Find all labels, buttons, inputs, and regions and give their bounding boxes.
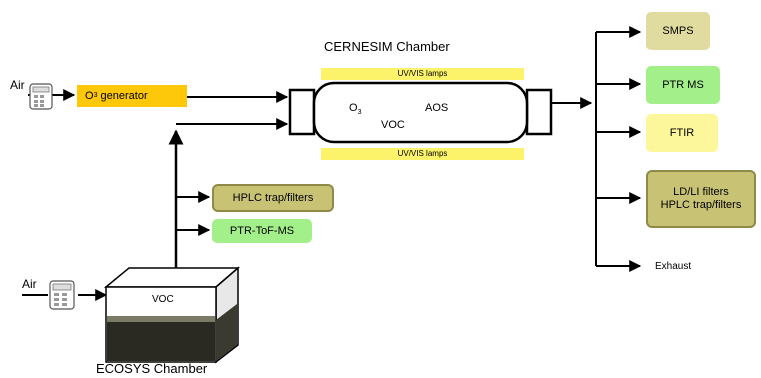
ftir-box: FTIR [646, 114, 718, 152]
hplc-trap-filters: HPLC trap/filters [212, 184, 334, 212]
ozone-label: O3 [349, 102, 362, 117]
filters-box: LD/LI filters HPLC trap/filters [646, 170, 756, 228]
ecosys-chamber [103, 266, 241, 364]
chamber-right-flange [525, 88, 553, 136]
aos-label: AOS [425, 102, 449, 114]
air-flow-controller-icon [29, 83, 53, 110]
ecosys-voc-label: VOC [152, 294, 174, 305]
ptr-tof-ms: PTR-ToF-MS [212, 219, 312, 243]
bottom-air-label: Air [22, 277, 37, 291]
filters-line-2: HPLC trap/filters [660, 199, 742, 211]
ecosys-title: ECOSYS Chamber [96, 361, 208, 376]
uv-lamps-top: UV/VIS lamps [321, 68, 524, 80]
exhaust-label: Exhaust [655, 261, 692, 272]
top-air-label: Air [10, 78, 25, 92]
ptr-ms-box: PTR MS [646, 66, 720, 104]
filters-line-1: LD/LI filters [673, 186, 729, 199]
ecosys-air-controller-icon [49, 280, 75, 310]
chamber-voc-label: VOC [381, 119, 405, 131]
smps-box: SMPS [646, 12, 710, 50]
chamber-body [312, 81, 529, 144]
cernesim-title: CERNESIM Chamber [324, 39, 450, 54]
chamber-left-flange [288, 88, 316, 136]
uv-lamps-bottom: UV/VIS lamps [321, 148, 524, 160]
